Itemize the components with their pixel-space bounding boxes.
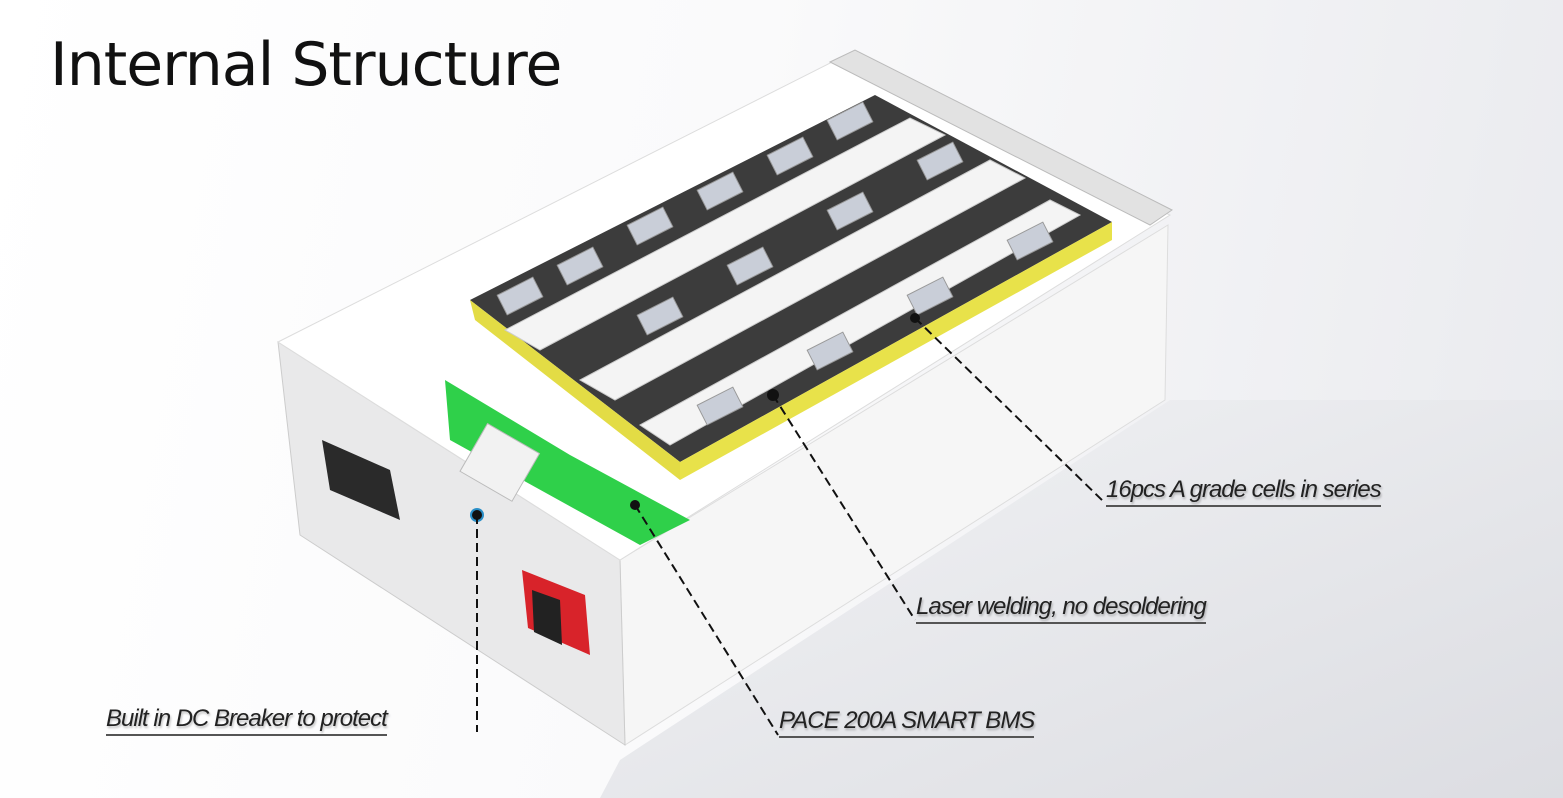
callout-welding: Laser welding, no desoldering [916, 593, 1207, 624]
callout-cells: 16pcs A grade cells in series [1106, 476, 1382, 507]
busbar-strips [503, 117, 1082, 446]
floor-shadow [600, 400, 1563, 798]
callout-bms: PACE 200A SMART BMS [779, 707, 1035, 738]
mounting-flange [828, 49, 1173, 226]
bms-board [445, 380, 690, 545]
cell-wrap-yellow-left [470, 300, 680, 480]
callout-breaker: Built in DC Breaker to protect [106, 705, 388, 736]
positive-terminal [522, 570, 590, 655]
callout-dots [472, 313, 920, 520]
cell-terminals [496, 101, 1054, 426]
negative-terminal [322, 440, 400, 520]
dc-breaker [459, 422, 541, 502]
cell-wrap-yellow [680, 222, 1112, 480]
page-title: Internal Structure [50, 30, 562, 100]
callout-lines [476, 317, 1106, 736]
